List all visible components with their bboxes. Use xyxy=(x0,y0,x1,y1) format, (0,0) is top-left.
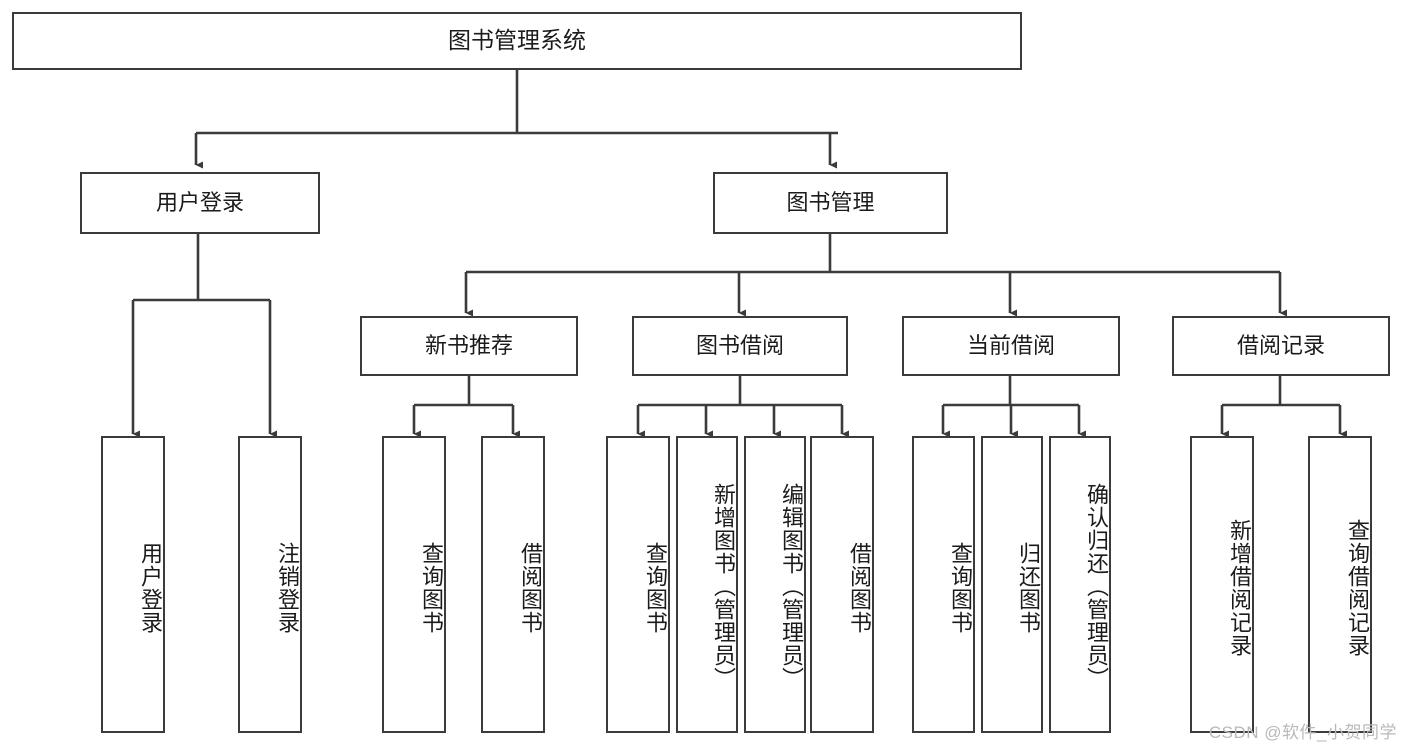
node-user-login-label: 用户登录 xyxy=(155,190,244,216)
node-current-borrow[interactable]: 当前借阅 xyxy=(902,316,1120,376)
node-book-management[interactable]: 图书管理 xyxy=(713,172,948,234)
node-borrow-record[interactable]: 借阅记录 xyxy=(1172,316,1390,376)
node-book-borrow-label: 图书借阅 xyxy=(695,333,784,359)
node-new-book-recommend-label: 新书推荐 xyxy=(424,333,513,359)
leaf-edit-book-admin-label: 编辑图书（管理员） xyxy=(779,483,804,690)
leaf-edit-book-admin[interactable]: 编辑图书（管理员） xyxy=(744,436,806,733)
leaf-query-book-recommend[interactable]: 查询图书 xyxy=(382,436,446,733)
node-book-management-label: 图书管理 xyxy=(786,190,875,216)
leaf-add-book-admin-label: 新增图书（管理员） xyxy=(711,483,736,690)
watermark: CSDN @软件_小贺同学 xyxy=(1208,723,1397,742)
node-root-label: 图书管理系统 xyxy=(448,27,586,54)
leaf-borrow-book-label: 借阅图书 xyxy=(847,541,872,634)
leaf-confirm-return-admin-label: 确认归还（管理员） xyxy=(1084,483,1109,690)
node-user-login[interactable]: 用户登录 xyxy=(80,172,320,234)
leaf-query-borrow-record-label: 查询借阅记录 xyxy=(1345,518,1370,657)
leaf-query-book-recommend-label: 查询图书 xyxy=(419,541,444,634)
leaf-add-book-admin[interactable]: 新增图书（管理员） xyxy=(676,436,738,733)
leaf-borrow-book-recommend[interactable]: 借阅图书 xyxy=(481,436,545,733)
leaf-user-login-label: 用户登录 xyxy=(138,541,163,634)
leaf-borrow-book[interactable]: 借阅图书 xyxy=(810,436,874,733)
leaf-query-borrow-record[interactable]: 查询借阅记录 xyxy=(1308,436,1372,733)
leaf-logout-label: 注销登录 xyxy=(275,541,300,634)
leaf-query-book-current[interactable]: 查询图书 xyxy=(912,436,975,733)
leaf-add-borrow-record[interactable]: 新增借阅记录 xyxy=(1190,436,1254,733)
leaf-borrow-book-recommend-label: 借阅图书 xyxy=(518,541,543,634)
node-current-borrow-label: 当前借阅 xyxy=(966,333,1055,359)
node-root[interactable]: 图书管理系统 xyxy=(12,12,1022,70)
node-new-book-recommend[interactable]: 新书推荐 xyxy=(360,316,578,376)
leaf-logout[interactable]: 注销登录 xyxy=(238,436,302,733)
leaf-query-book-current-label: 查询图书 xyxy=(948,541,973,634)
node-borrow-record-label: 借阅记录 xyxy=(1236,333,1325,359)
leaf-confirm-return-admin[interactable]: 确认归还（管理员） xyxy=(1049,436,1111,733)
leaf-add-borrow-record-label: 新增借阅记录 xyxy=(1227,518,1252,657)
leaf-query-book-borrow[interactable]: 查询图书 xyxy=(606,436,670,733)
leaf-user-login[interactable]: 用户登录 xyxy=(101,436,165,733)
leaf-return-book[interactable]: 归还图书 xyxy=(981,436,1043,733)
node-book-borrow[interactable]: 图书借阅 xyxy=(632,316,848,376)
leaf-return-book-label: 归还图书 xyxy=(1016,541,1041,634)
leaf-query-book-borrow-label: 查询图书 xyxy=(643,541,668,634)
